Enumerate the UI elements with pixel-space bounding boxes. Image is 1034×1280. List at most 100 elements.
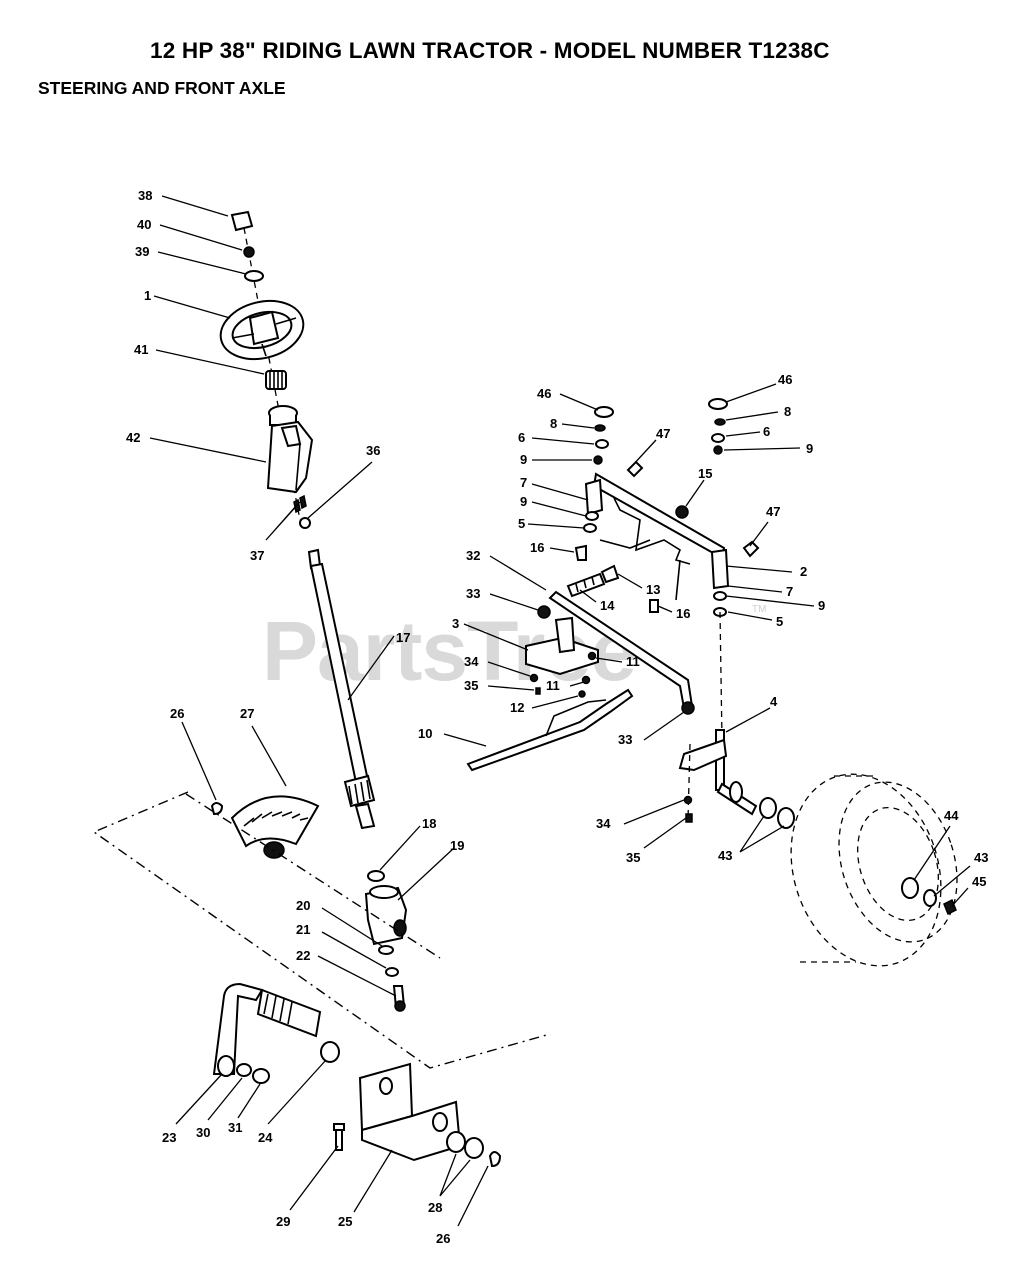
callout-40: 40: [137, 217, 151, 232]
part-16-pin-left: [574, 544, 587, 561]
callout-1: 1: [144, 288, 151, 303]
callout-46-left: 46: [537, 386, 551, 401]
part-35-pin-left: [535, 687, 541, 695]
callout-41: 41: [134, 342, 148, 357]
part-43-washer-c: [923, 889, 937, 907]
callout-9-right-top: 9: [806, 441, 813, 456]
front-wheel: [790, 773, 958, 967]
callout-28: 28: [428, 1200, 442, 1215]
page-subtitle: STEERING AND FRONT AXLE: [38, 78, 286, 98]
part-41-adapter: [265, 370, 287, 390]
callout-7-right: 7: [786, 584, 793, 599]
callout-36: 36: [366, 443, 380, 458]
part-39-washer: [244, 270, 264, 282]
callout-34-right: 34: [596, 816, 611, 831]
callout-45: 45: [972, 874, 986, 889]
assembly-outline-1: [92, 791, 551, 1069]
part-11-bolt-2: [581, 675, 591, 685]
part-36-bushing: [299, 517, 311, 529]
part-21-washer: [385, 967, 399, 977]
part-46-cap-left: [594, 406, 614, 418]
part-26-clip-bottom: [488, 1151, 502, 1168]
callout-15: 15: [698, 466, 712, 481]
callout-31: 31: [228, 1120, 242, 1135]
callout-11-right: 11: [626, 654, 640, 669]
callout-27: 27: [240, 706, 254, 721]
callout-5-right: 5: [776, 614, 783, 629]
callout-12: 12: [510, 700, 524, 715]
callout-30: 30: [196, 1125, 210, 1140]
callout-26-bottom: 26: [436, 1231, 450, 1246]
part-3-arm-bracket: [525, 616, 599, 676]
callout-25: 25: [338, 1214, 352, 1229]
callout-7-left: 7: [520, 475, 527, 490]
leader-lines: [149, 195, 971, 1227]
part-42-dash-housing: [266, 405, 314, 494]
part-28-washer-1: [446, 1131, 466, 1153]
callout-6-right: 6: [763, 424, 770, 439]
callout-23: 23: [162, 1130, 176, 1145]
part-9-ring-right-top: [713, 445, 723, 455]
page-title: 12 HP 38" RIDING LAWN TRACTOR - MODEL NU…: [150, 38, 830, 63]
part-4-spindle: [678, 729, 758, 816]
part-12-nut: [578, 690, 586, 698]
part-14-bolt: [566, 572, 606, 598]
callout-37: 37: [250, 548, 264, 563]
part-13-spacer: [600, 564, 620, 584]
assembly-outline-2: [185, 793, 441, 959]
part-40-nut: [243, 246, 255, 258]
callout-6-left: 6: [518, 430, 525, 445]
part-22-bolt: [392, 985, 406, 1012]
callout-14: 14: [600, 598, 615, 613]
part-15-nut: [675, 505, 689, 519]
part-23-steering-gear-arm: [212, 982, 322, 1077]
callout-5-left: 5: [518, 516, 525, 531]
callout-22: 22: [296, 948, 310, 963]
part-25-bracket: [358, 1062, 462, 1162]
spindle-centerline: [719, 611, 723, 741]
watermark-tm: TM: [752, 604, 766, 615]
callout-2: 2: [800, 564, 807, 579]
part-43-washer-a: [759, 797, 777, 819]
callout-46-right: 46: [778, 372, 792, 387]
callout-18: 18: [422, 816, 436, 831]
callout-42: 42: [126, 430, 140, 445]
part-5-washer-left: [583, 523, 597, 533]
callout-33-top: 33: [466, 586, 480, 601]
part-1-steering-wheel: [219, 299, 305, 361]
callout-47-left: 47: [656, 426, 670, 441]
part-20-washer: [378, 945, 394, 955]
callout-3: 3: [452, 616, 459, 631]
part-9-ring-right-bottom: [713, 591, 727, 601]
part-9-ring-left-top: [593, 455, 603, 465]
callout-labels: 38 40 39 1 41 42 36 37 17 26 27 18 19 20…: [126, 188, 988, 1246]
part-31-nut: [252, 1068, 270, 1084]
part-34-washer-right: [683, 795, 693, 805]
callout-8-left: 8: [550, 416, 557, 431]
part-8-nut-right: [714, 418, 726, 426]
callout-33-bottom: 33: [618, 732, 632, 747]
callout-39: 39: [135, 244, 149, 259]
callout-9-left-bottom: 9: [520, 494, 527, 509]
part-6-washer-right: [711, 433, 725, 443]
part-18-washer: [367, 870, 385, 882]
part-37-clip: [293, 494, 307, 514]
part-16-pin-right: [649, 599, 659, 613]
callout-4: 4: [770, 694, 778, 709]
part-32-drag-link: [537, 590, 695, 715]
part-45-clip: [943, 898, 957, 916]
part-34-washer-left: [529, 673, 539, 683]
part-17-steering-shaft: [307, 548, 376, 830]
callout-35-right: 35: [626, 850, 640, 865]
part-38-cap: [230, 210, 254, 232]
part-44-bearing: [901, 877, 919, 899]
part-47-fitting-right: [742, 540, 760, 558]
callout-32: 32: [466, 548, 480, 563]
callout-10: 10: [418, 726, 432, 741]
callout-17: 17: [396, 630, 410, 645]
callout-34-left: 34: [464, 654, 479, 669]
callout-43-left: 43: [718, 848, 732, 863]
part-26-clip-top: [210, 802, 224, 816]
part-35-pin-right: [685, 813, 693, 823]
